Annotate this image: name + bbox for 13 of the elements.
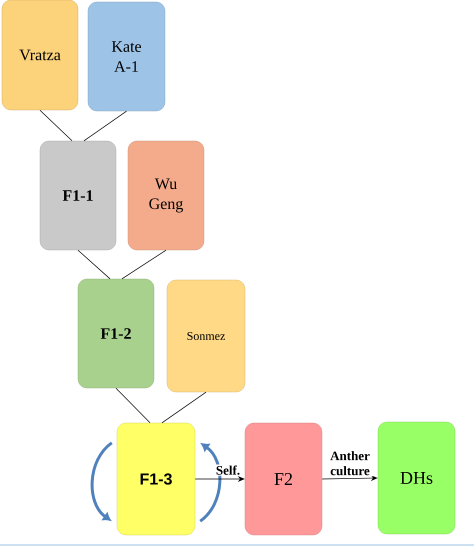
edge-label: Self. [214, 464, 242, 476]
box: F1-1 [40, 140, 116, 250]
arrow [199, 443, 222, 522]
box: Sonmez [166, 280, 246, 392]
box: F1-2 [78, 278, 154, 388]
arrow [90, 442, 113, 521]
box: Vratza [2, 0, 78, 110]
box: DHs [378, 422, 456, 534]
box: F1-3 [116, 422, 196, 536]
box: Wu Geng [128, 140, 204, 250]
box: Kate A-1 [88, 2, 166, 112]
box: F2 [244, 422, 322, 536]
edge-label: Anther culture [325, 450, 375, 476]
